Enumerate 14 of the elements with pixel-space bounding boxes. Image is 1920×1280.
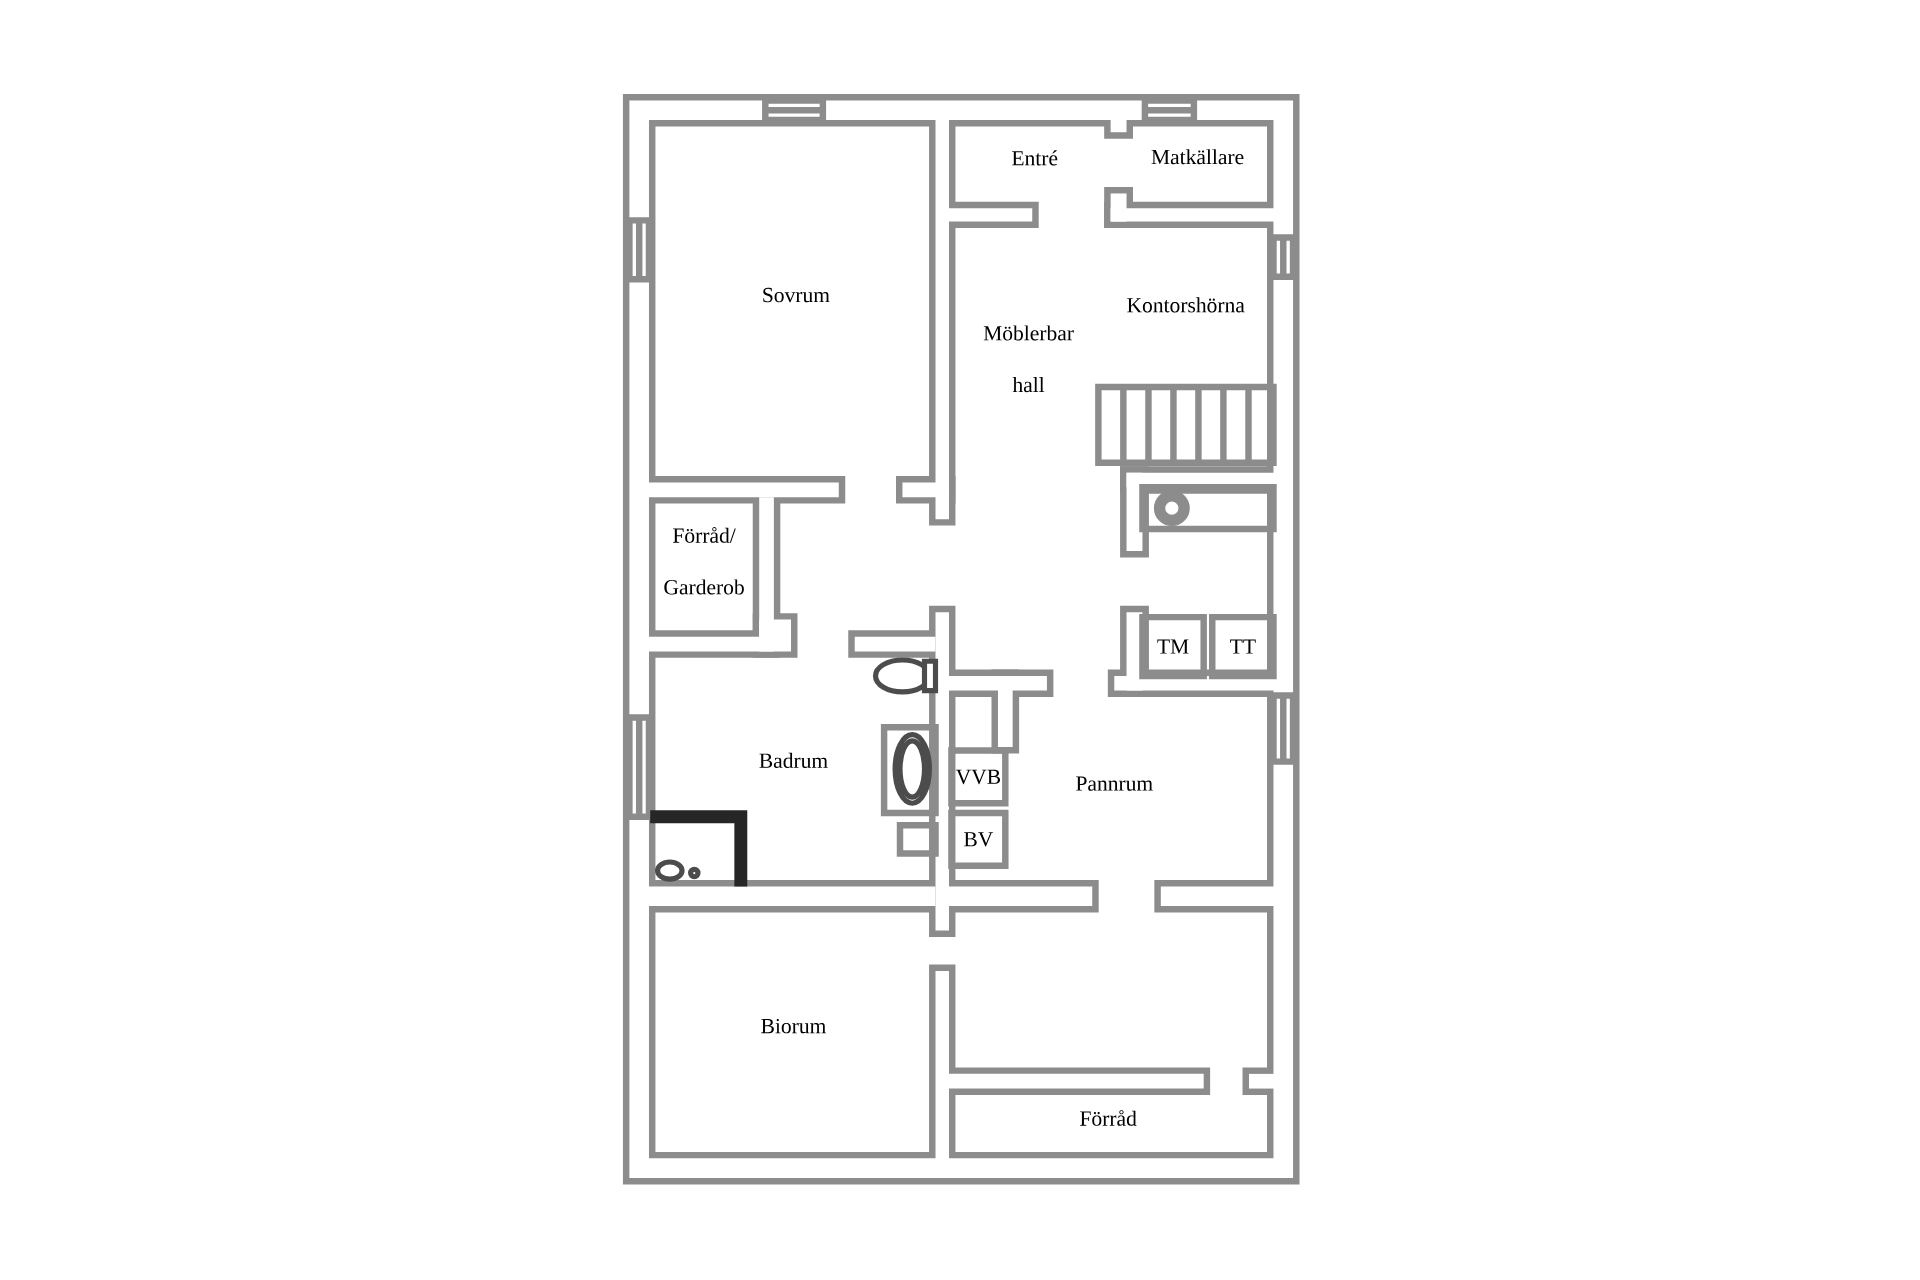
equipment-box: BV: [948, 810, 1009, 870]
room-label: Pannrum: [1076, 776, 1153, 791]
room-label: Badrum: [759, 753, 828, 769]
room-label: Biorum: [761, 1019, 826, 1034]
room-label: Möblerbar hall: [983, 325, 1074, 393]
equipment-box: VVB: [948, 747, 1009, 807]
room-label: Kontorshörna: [1127, 297, 1245, 313]
room-label: Förråd: [1080, 1110, 1137, 1127]
room-label: Matkällare: [1151, 149, 1244, 165]
room-label: Förråd/ Garderob: [664, 527, 744, 595]
equipment-box: TT: [1209, 614, 1277, 680]
equipment-box: TM: [1139, 614, 1207, 680]
room-label: Sovrum: [763, 288, 830, 303]
room-label: Entré: [1012, 150, 1058, 166]
